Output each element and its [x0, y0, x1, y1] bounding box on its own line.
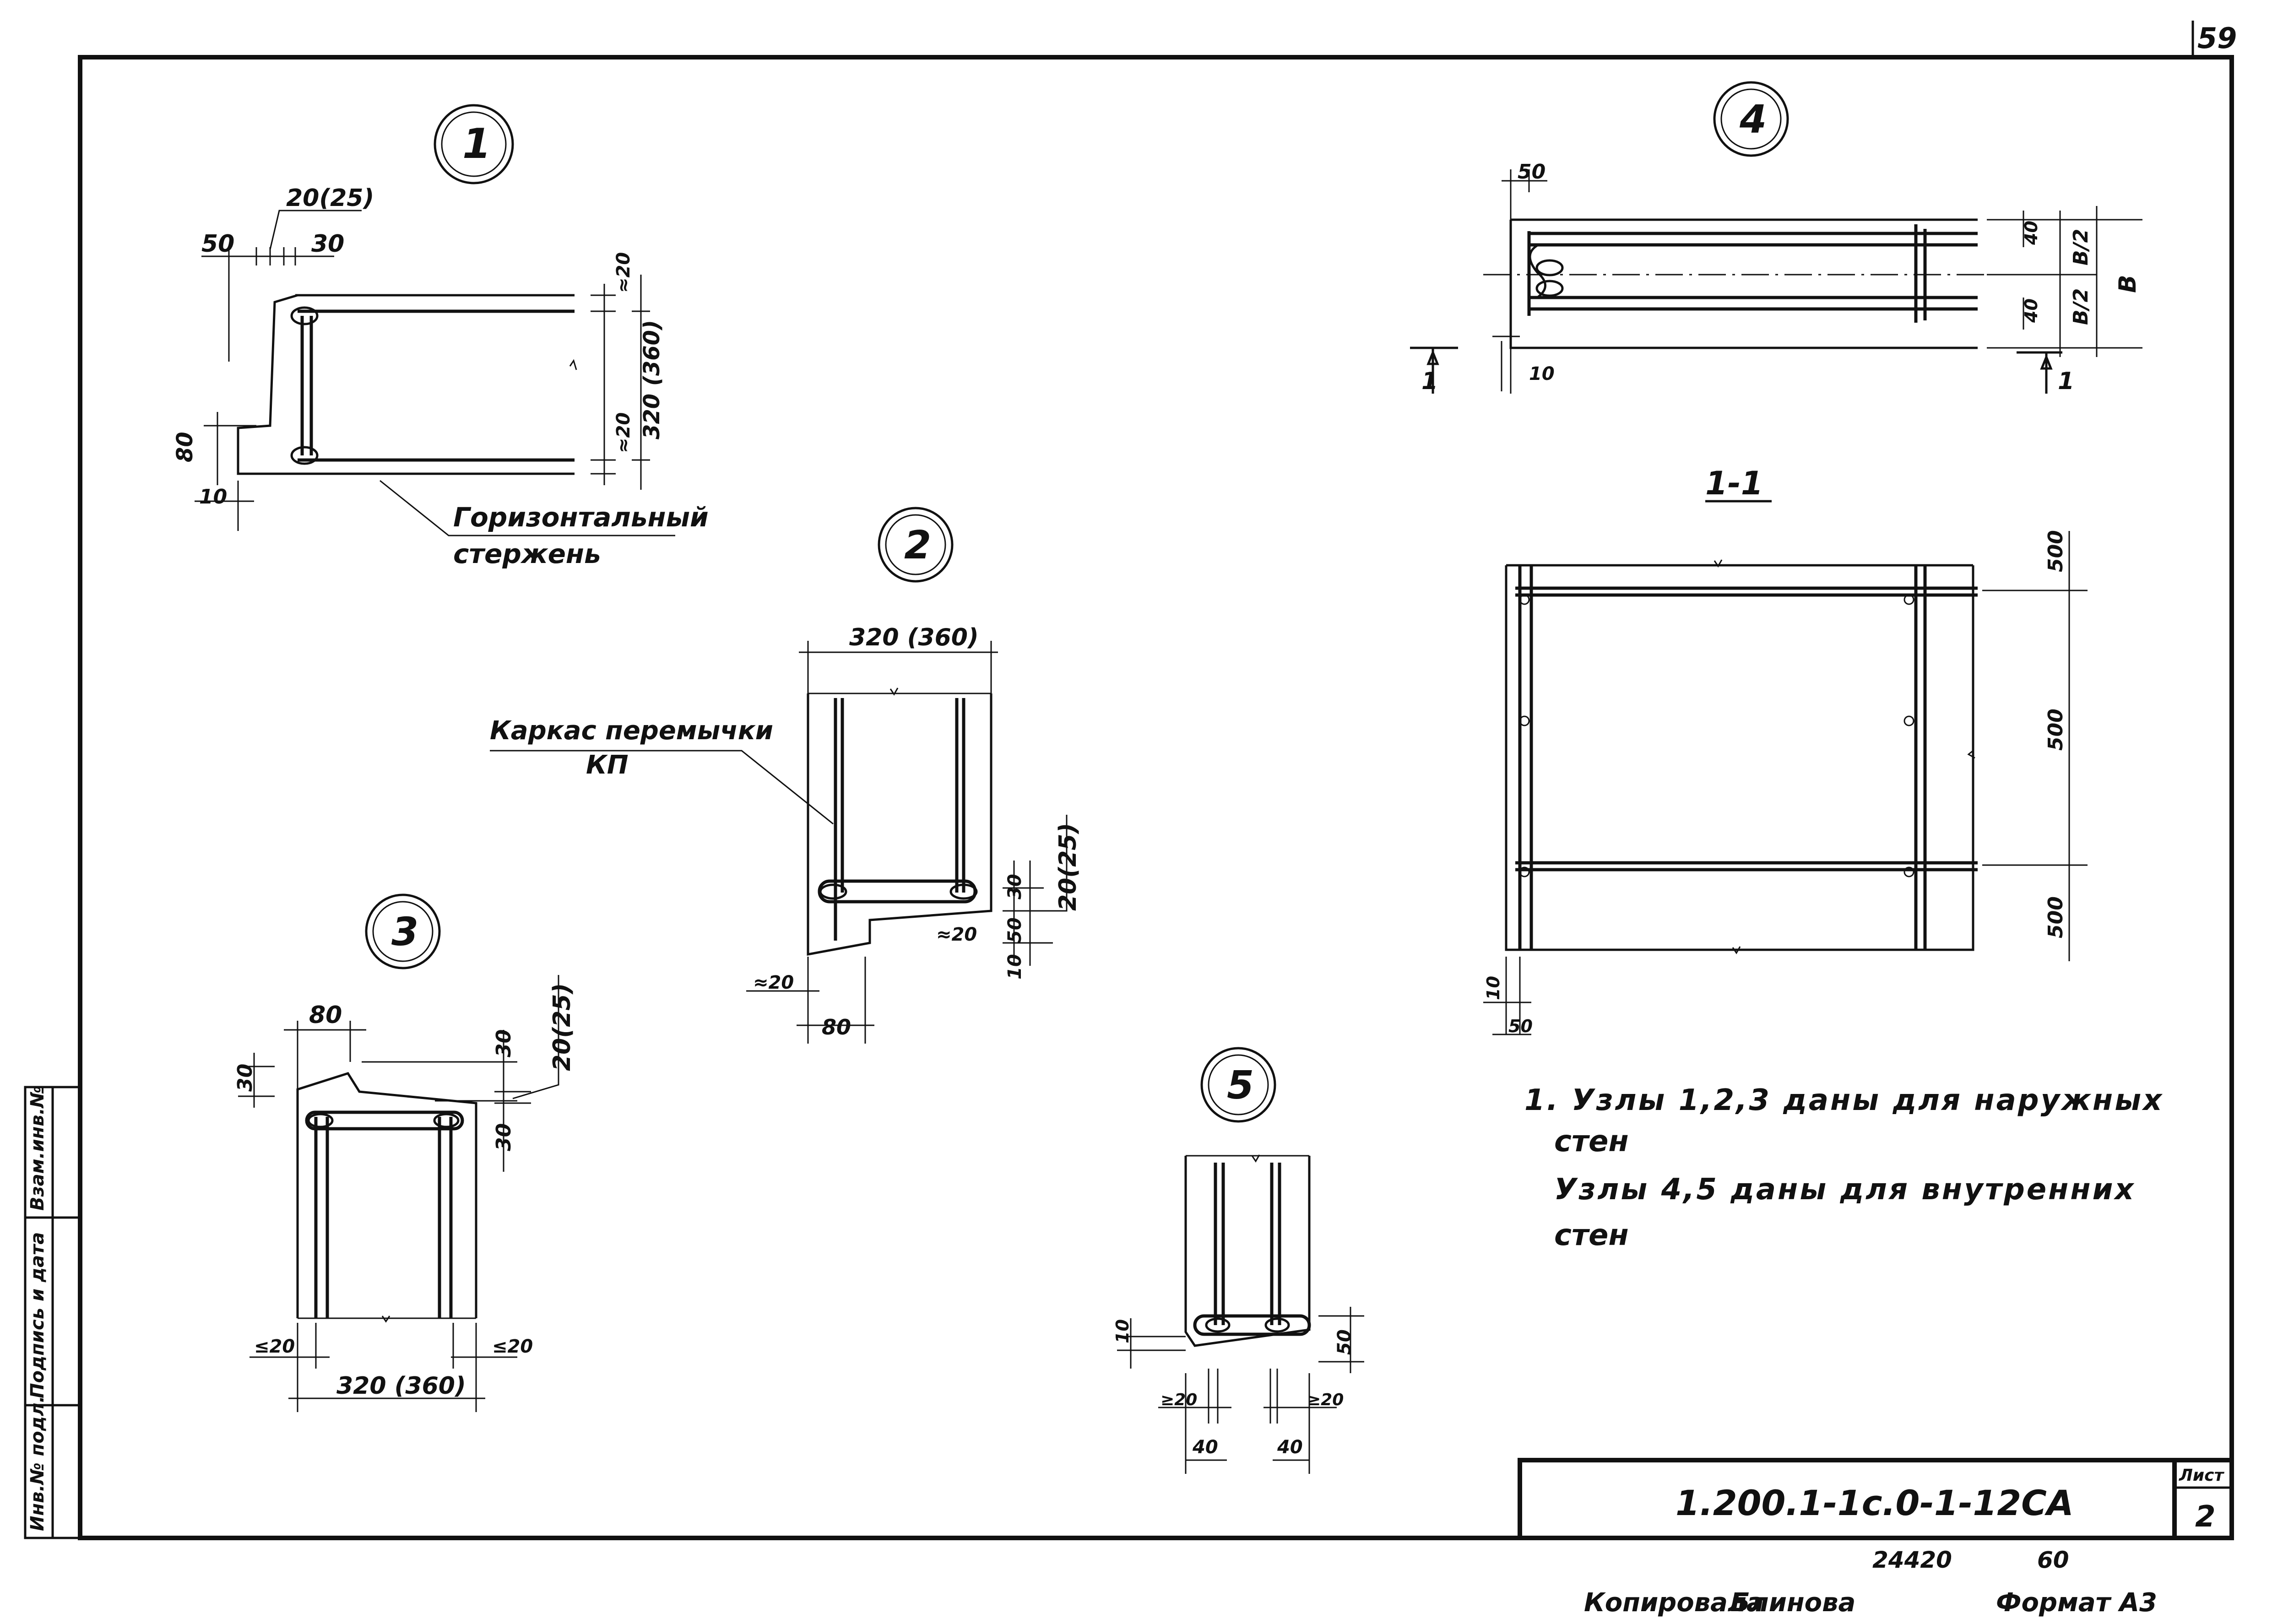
note-line-4: стен — [1554, 1218, 1629, 1252]
svg-text:5: 5 — [1227, 1063, 1254, 1108]
sidebar-vzam: Взам.инв.№ — [27, 1086, 48, 1211]
sidebar-podpis: Подпись и дата — [27, 1232, 48, 1398]
title-block: 1.200.1-1с.0-1-12СА Лист 2 — [1518, 1458, 2234, 1540]
footer-num-2: 60 — [2037, 1547, 2069, 1573]
node2-callout-2: КП — [586, 750, 629, 780]
node2-dim-f: ≈20 — [753, 972, 794, 993]
node4-cut-left: 1 — [1421, 368, 1438, 395]
node5-dim-d: ≥20 — [1307, 1391, 1344, 1409]
section-dim-a: 500 — [2044, 530, 2067, 572]
node-4-detail: 50 40 B/2 B 40 B/2 10 1 1 — [1410, 160, 2142, 395]
svg-text:3: 3 — [391, 909, 418, 955]
sheet-label: Лист — [2179, 1466, 2224, 1485]
node-2-detail: 320 (360) Каркас перемычки КП 20(25) 30 … — [490, 624, 1082, 1044]
node1-callout-2: стержень — [453, 538, 601, 569]
node4-dim-a: 50 — [1518, 160, 1545, 184]
node-1-detail: 20(25) 50 30 ≈20 320 (360) ≈20 80 10 Гор… — [172, 184, 709, 569]
node5-dim-e: 40 — [1192, 1437, 1218, 1458]
section-dim-b: 500 — [2044, 709, 2067, 751]
node4-dim-g: 10 — [1529, 363, 1555, 384]
svg-text:4: 4 — [1739, 97, 1767, 142]
node3-dim-b: 30 — [233, 1064, 257, 1092]
svg-text:2: 2 — [904, 523, 931, 568]
node3-dim-c: 30 — [492, 1029, 515, 1057]
section-dim-c: 500 — [2044, 896, 2067, 938]
node5-dim-c: ≥20 — [1160, 1391, 1197, 1409]
note-line-3: Узлы 4,5 даны для внутренних — [1554, 1173, 2136, 1207]
node-4-marker: 4 — [1713, 81, 1789, 157]
drawing-frame — [78, 55, 2234, 1540]
svg-text:1: 1 — [462, 120, 491, 168]
node-2-marker: 2 — [878, 507, 954, 583]
node4-cut-right: 1 — [2058, 368, 2074, 395]
footer-num-1: 24420 — [1872, 1547, 1952, 1573]
notes: 1. Узлы 1,2,3 даны для наружных стен Узл… — [1524, 1083, 2164, 1252]
drawing-code: 1.200.1-1с.0-1-12СА — [1676, 1483, 2074, 1523]
node1-dim-b: 50 — [201, 230, 234, 258]
node3-dim-g: ≤20 — [492, 1336, 533, 1357]
node5-dim-b: 50 — [1334, 1329, 1355, 1355]
footer-name: Блинова — [1730, 1588, 1855, 1618]
section-1-1: 1-1 500 500 500 10 50 — [1483, 465, 2088, 1036]
node4-dim-c: B/2 — [2069, 229, 2093, 265]
sheet-number: 59 — [2197, 22, 2237, 55]
sidebar-strip: Инв.№ подл. Подпись и дата Взам.инв.№ — [24, 1086, 81, 1539]
footer-format: Формат А3 — [1996, 1588, 2157, 1618]
footer-copied: Копировала — [1584, 1588, 1764, 1618]
node5-dim-f: 40 — [1277, 1437, 1303, 1458]
node3-dim-f: ≤20 — [254, 1336, 295, 1357]
node2-callout-1: Каркас перемычки — [490, 716, 773, 746]
node1-dim-f: ≈20 — [613, 412, 634, 453]
note-line-2: стен — [1554, 1125, 1629, 1158]
node2-dim-b: 30 — [1004, 874, 1025, 899]
node-1-marker: 1 — [434, 104, 514, 184]
node-5-detail: 10 50 ≥20 ≥20 40 40 — [1112, 1154, 1364, 1474]
node4-dim-d: B — [2114, 275, 2142, 293]
node2-dim-a: 20(25) — [1054, 823, 1082, 911]
node1-dim-a: 20(25) — [286, 184, 374, 212]
node1-dim-e: 320 (360) — [639, 320, 665, 439]
node2-dim-top: 320 (360) — [849, 624, 979, 651]
node-3-marker: 3 — [365, 893, 441, 969]
node1-dim-h: 10 — [199, 485, 227, 509]
node3-dim-d: 20(25) — [548, 983, 576, 1071]
node4-dim-b: 40 — [2021, 221, 2041, 245]
node4-dim-f: B/2 — [2069, 288, 2093, 325]
node1-dim-g: 80 — [172, 432, 198, 462]
node-3-detail: 80 30 30 20(25) 30 ≤20 ≤20 320 (360) — [233, 975, 576, 1412]
node1-callout-1: Горизонтальный — [453, 502, 709, 533]
section-dim-e: 50 — [1508, 1016, 1533, 1036]
node5-dim-a: 10 — [1112, 1319, 1133, 1343]
node3-dim-e: 30 — [492, 1123, 515, 1151]
node4-dim-e: 40 — [2021, 298, 2041, 323]
node2-dim-d: ≈20 — [936, 924, 977, 945]
footer: 24420 60 Копировала Блинова Формат А3 — [1584, 1547, 2157, 1618]
node-5-marker: 5 — [1200, 1047, 1276, 1123]
section-title: 1-1 — [1705, 465, 1763, 502]
sidebar-inv-podl: Инв.№ подл. — [27, 1396, 48, 1531]
node2-dim-g: 80 — [822, 1015, 851, 1039]
node2-dim-e: 10 — [1004, 954, 1025, 980]
node3-dim-a: 80 — [309, 1001, 342, 1029]
node1-dim-c: 30 — [311, 230, 344, 258]
node1-dim-d: ≈20 — [613, 252, 634, 293]
node2-dim-c: 50 — [1004, 917, 1025, 943]
sheet-number-box — [2191, 21, 2232, 59]
node3-dim-h: 320 (360) — [336, 1372, 466, 1400]
sheet-value: 2 — [2195, 1500, 2216, 1534]
section-dim-d: 10 — [1483, 976, 1503, 1000]
note-line-1: 1. Узлы 1,2,3 даны для наружных — [1524, 1083, 2164, 1117]
